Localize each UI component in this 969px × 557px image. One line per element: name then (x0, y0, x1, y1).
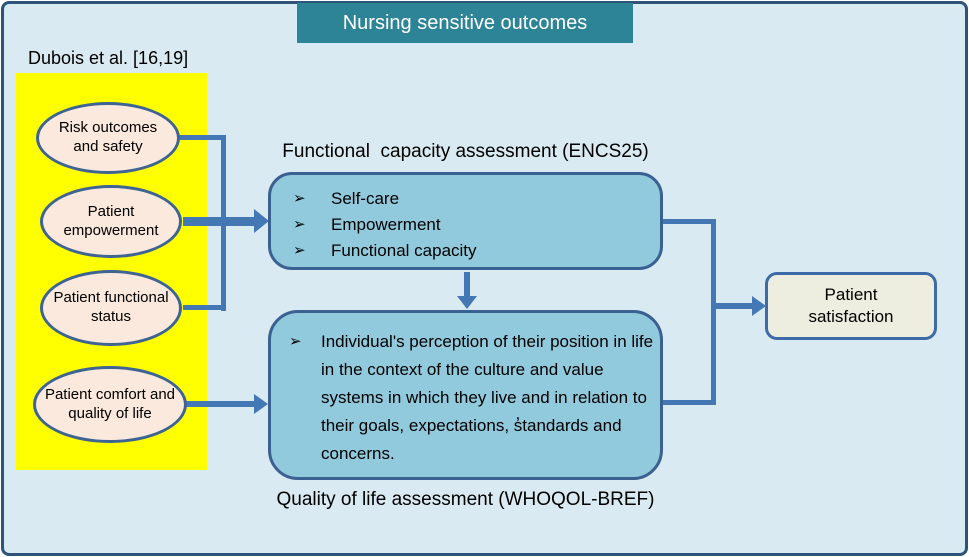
list-item: ➢ Empowerment (293, 212, 652, 238)
functional-capacity-box: ➢ Self-care ➢ Empowerment ➢ Functional c… (268, 172, 663, 270)
list-item: ➢ Self-care (293, 186, 652, 212)
figure-title-banner: Nursing sensitive outcomes (297, 3, 633, 43)
arrow-empowerment-to-functional-box (183, 217, 255, 226)
list-item-label: Self-care (331, 189, 400, 208)
ellipse-patient-comfort: Patient comfort and quality of life (33, 366, 187, 443)
arrow-functional-to-quality (464, 272, 470, 297)
patient-satisfaction-label: Patient satisfaction (808, 284, 894, 326)
arrowhead-right-icon (254, 209, 269, 233)
connector-quality-box-right (663, 400, 716, 405)
quality-of-life-caption: Quality of life assessment (WHOQOL-BREF) (276, 489, 655, 510)
arrow-bullet-icon: ➢ (289, 333, 302, 350)
citation-label: Dubois et al. [16,19] (28, 48, 189, 68)
connector-functional-status-to-junction (183, 305, 226, 310)
arrow-bullet-icon: ➢ (293, 190, 306, 207)
quality-of-life-text: Individual's perception of their positio… (321, 332, 654, 463)
quality-of-life-box: ➢ Individual's perception of their posit… (268, 310, 663, 480)
arrowhead-right-icon (254, 394, 268, 414)
ellipse-label: Patient functional status (53, 289, 169, 325)
list-item: ➢ Functional capacity (293, 238, 652, 264)
ellipse-patient-functional-status: Patient functional status (40, 270, 182, 346)
functional-capacity-heading: Functional capacity assessment (ENCS25) (282, 141, 649, 162)
arrow-to-patient-satisfaction (711, 303, 754, 309)
arrow-comfort-to-quality-box (185, 401, 255, 407)
list-item: ➢ Individual's perception of their posit… (289, 328, 654, 468)
ellipse-risk-outcomes: Risk outcomes and safety (36, 102, 180, 174)
ellipse-label: Risk outcomes and safety (58, 119, 158, 155)
figure-title: Nursing sensitive outcomes (342, 11, 588, 34)
ellipse-patient-empowerment: Patient empowerment (40, 185, 182, 258)
list-item-label: Functional capacity (331, 241, 477, 260)
arrow-bullet-icon: ➢ (293, 242, 306, 259)
ellipse-label: Patient comfort and quality of life (44, 385, 176, 422)
arrowhead-down-icon (457, 296, 477, 309)
connector-merge-vertical (711, 219, 716, 405)
arrowhead-right-icon (752, 296, 766, 316)
ellipse-label: Patient empowerment (63, 202, 159, 239)
connector-risk-to-junction (178, 135, 226, 140)
patient-satisfaction-box: Patient satisfaction (765, 272, 937, 340)
connector-functional-box-right (663, 219, 716, 224)
list-item-label: Empowerment (331, 215, 441, 234)
arrow-bullet-icon: ➢ (293, 216, 306, 233)
